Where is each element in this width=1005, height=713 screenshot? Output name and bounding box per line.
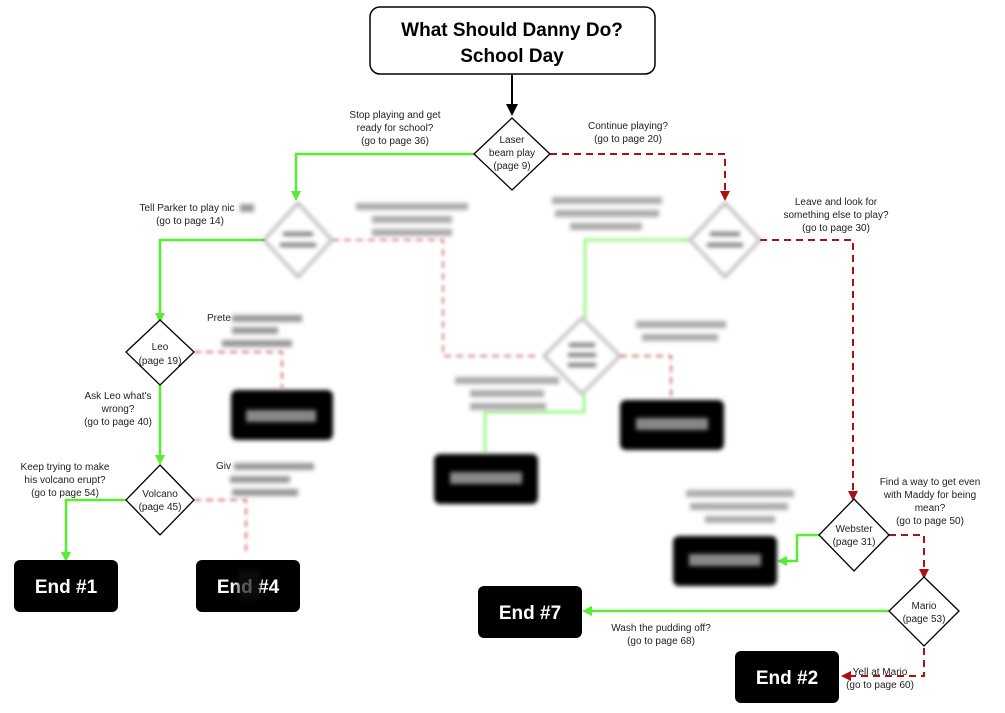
ask-leo-l2: wrong? <box>101 404 135 415</box>
connector-right-to-webster <box>760 239 858 501</box>
decision-parker-blurred <box>263 202 333 278</box>
stop-playing-l3: (go to page 36) <box>361 136 429 147</box>
label-tell-parker: Tell Parker to play nic (go to page 14) <box>139 203 254 227</box>
end-box-5-blurred <box>434 454 538 504</box>
laser-line2: beam play <box>489 148 535 159</box>
find-way-l1: Find a way to get even <box>880 477 981 488</box>
label-wash: Wash the pudding off? (go to page 68) <box>611 623 711 647</box>
end-box-7: End #7 <box>478 586 582 638</box>
connector-laser-to-right-diamond <box>550 153 730 201</box>
label-keep-trying: Keep trying to make his volcano erupt? (… <box>21 462 110 499</box>
decision-laser-beam-play: Laser beam play (page 9) <box>473 117 551 191</box>
leave-look-l1: Leave and look for <box>795 197 878 208</box>
end-box-6-blurred <box>620 400 724 450</box>
label-ask-leo: Ask Leo what's wrong? (go to page 40) <box>84 391 152 428</box>
title-box: What Should Danny Do? School Day <box>369 6 656 75</box>
connector-volcano-to-end1 <box>61 498 126 562</box>
pretend-l1: Prete <box>207 313 231 324</box>
end7-label: End #7 <box>499 603 561 624</box>
label-blurred-right-left <box>552 197 662 230</box>
ask-leo-l3: (go to page 40) <box>84 417 152 428</box>
title-line1: What Should Danny Do? <box>401 20 623 41</box>
keep-trying-l3: (go to page 54) <box>31 488 99 499</box>
title-line2: School Day <box>460 46 564 67</box>
label-pretend: Prete <box>207 313 302 347</box>
label-leave-look: Leave and look for something else to pla… <box>783 197 889 234</box>
continue-playing-l1: Continue playing? <box>588 121 668 132</box>
label-blurred-parker-right <box>356 203 468 236</box>
end2-label: End #2 <box>756 668 818 689</box>
ask-leo-l1: Ask Leo what's <box>85 391 152 402</box>
find-way-l4: (go to page 50) <box>896 516 964 527</box>
label-blurred-center-left <box>455 377 559 410</box>
tell-parker-l1: Tell Parker to play nic <box>139 203 234 214</box>
decision-leo: Leo (page 19) <box>125 319 195 386</box>
label-give: Giv <box>216 461 314 496</box>
end1-label: End #1 <box>35 577 98 598</box>
stop-playing-l1: Stop playing and get <box>349 110 440 121</box>
laser-name: Laser <box>499 135 525 146</box>
find-way-l2: with Maddy for being <box>883 490 976 501</box>
stop-playing-l2: ready for school? <box>357 123 434 134</box>
end-box-2: End #2 <box>735 651 839 703</box>
connector-leo-to-end3 <box>194 351 283 388</box>
continue-playing-l2: (go to page 20) <box>594 134 662 145</box>
connector-mario-to-end2 <box>841 648 925 681</box>
label-find-way: Find a way to get even with Maddy for be… <box>880 477 981 527</box>
connector-volcano-to-end4 <box>194 499 247 556</box>
keep-trying-l2: his volcano erupt? <box>24 475 106 486</box>
webster-page: (page 31) <box>833 537 876 548</box>
label-continue-playing: Continue playing? (go to page 20) <box>588 121 668 145</box>
end-box-1: End #1 <box>14 560 118 612</box>
leave-look-l3: (go to page 30) <box>802 223 870 234</box>
leo-page: (page 19) <box>139 356 182 367</box>
end-box-8-blurred <box>673 536 777 586</box>
end-box-4: End #4 <box>196 560 300 612</box>
tell-parker-l2: (go to page 14) <box>156 216 224 227</box>
volcano-page: (page 45) <box>139 502 182 513</box>
decision-webster: Webster (page 31) <box>818 498 890 572</box>
label-blurred-center-right <box>636 321 726 341</box>
decision-center-blurred <box>543 317 621 395</box>
mario-page: (page 53) <box>903 614 946 625</box>
leave-look-l2: something else to play? <box>783 210 889 221</box>
wash-l1: Wash the pudding off? <box>611 623 711 634</box>
yell-l2: (go to page 60) <box>846 680 914 691</box>
connector-right-to-center <box>583 238 690 318</box>
connector-parker-to-leo <box>155 238 265 323</box>
connector-center-to-end6 <box>620 355 672 398</box>
connector-webster-to-mario <box>889 534 929 579</box>
label-yell: Yell at Mario (go to page 60) <box>846 667 914 691</box>
mario-name: Mario <box>911 601 936 612</box>
laser-page: (page 9) <box>493 161 530 172</box>
yell-l1: Yell at Mario <box>853 667 908 678</box>
connector-parker-to-center <box>332 239 536 357</box>
end-box-3-blurred <box>231 390 333 440</box>
webster-name: Webster <box>835 524 873 535</box>
connector-center-to-end5 <box>483 394 586 452</box>
volcano-name: Volcano <box>142 489 178 500</box>
decision-volcano: Volcano (page 45) <box>125 464 195 536</box>
connector-webster-to-end8 <box>777 533 820 566</box>
give-l1: Giv <box>216 461 231 472</box>
connector-laser-to-parker <box>291 152 476 201</box>
wash-l2: (go to page 68) <box>627 636 695 647</box>
decision-mario: Mario (page 53) <box>888 576 960 647</box>
label-stop-playing: Stop playing and get ready for school? (… <box>349 110 440 147</box>
keep-trying-l1: Keep trying to make <box>21 462 110 473</box>
decision-right-blurred <box>689 202 761 278</box>
find-way-l3: mean? <box>915 503 946 514</box>
label-blurred-webster-left <box>686 490 794 523</box>
leo-name: Leo <box>152 342 169 353</box>
